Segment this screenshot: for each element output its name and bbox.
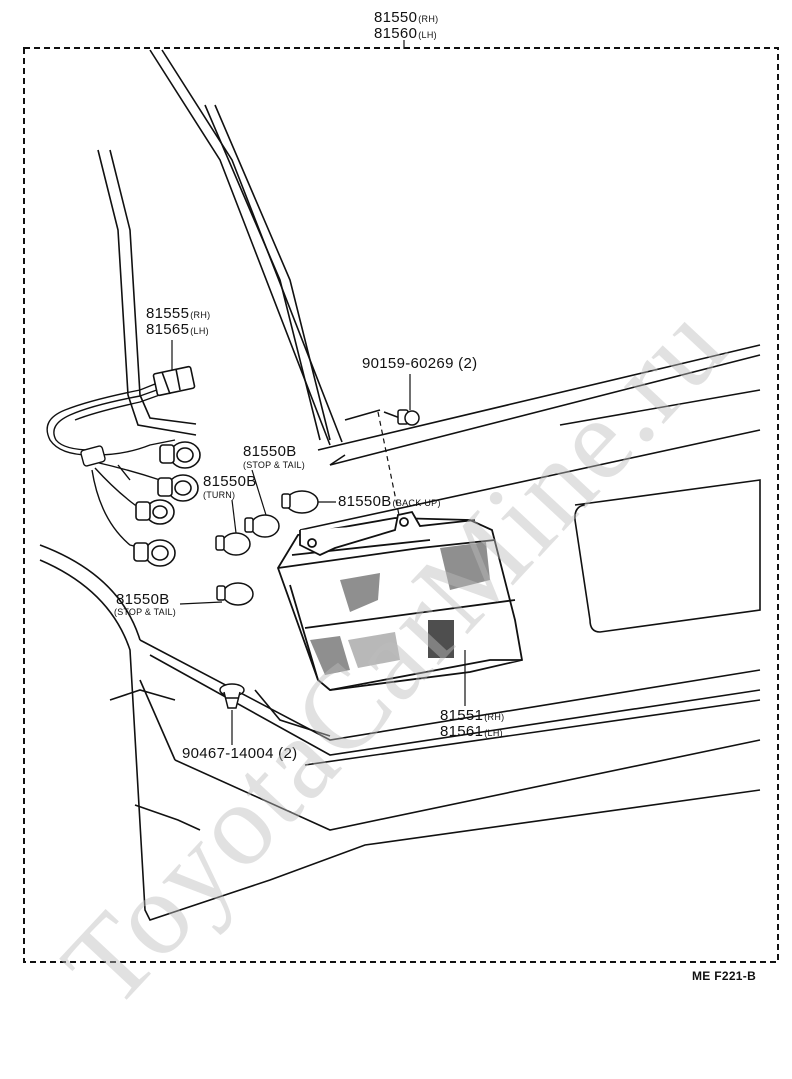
lens-rh-suffix: (RH): [484, 712, 505, 722]
assembly-rh-number: 81550: [374, 9, 418, 26]
bulb-leaders: [179, 469, 336, 605]
lens-lh-suffix: (LH): [484, 728, 503, 738]
bulb-backup-number: 81550B: [338, 493, 392, 510]
bulb-stop-tail-upper-label: 81550B: [243, 443, 297, 460]
assembly-label-rh: 81550(RH): [374, 10, 438, 25]
body-outline: [39, 49, 761, 921]
socket-lh-suffix: (LH): [190, 326, 209, 336]
figure-reference: ME F221-B: [692, 969, 757, 983]
bulb-stop-tail-lower-label: 81550B: [116, 591, 170, 608]
assembly-lh-number: 81560: [374, 25, 418, 42]
bulb-turn: [215, 532, 251, 556]
bulb-sockets: [133, 441, 201, 567]
lens-label-rh: 81551(RH): [440, 708, 504, 723]
socket-rh-suffix: (RH): [190, 310, 211, 320]
clip: [219, 683, 245, 709]
socket-3: [135, 499, 175, 525]
bulb-stop-tail-upper-note: (STOP & TAIL): [243, 460, 305, 470]
lens-label-lh: 81561(LH): [440, 724, 503, 739]
assembly-label-lh: 81560(LH): [374, 26, 437, 41]
socket-4: [133, 539, 176, 567]
lens-rh-number: 81551: [440, 707, 484, 724]
screw: [383, 409, 420, 426]
screw-label: 90159-60269 (2): [362, 355, 478, 372]
socket-2: [157, 474, 199, 502]
screw-dashed-leader: [377, 411, 401, 521]
socket-label-rh: 81555(RH): [146, 306, 210, 321]
assembly-lh-suffix: (LH): [418, 30, 437, 40]
socket-1: [159, 441, 201, 469]
bulb-turn-note: (TURN): [203, 490, 236, 500]
bulb-backup-note: (BACK UP): [392, 498, 441, 508]
bulb-turn-label: 81550B: [203, 473, 257, 490]
bulb-backup-label: 81550B(BACK UP): [338, 494, 441, 509]
harness-plug: [80, 445, 106, 467]
bulbs: [215, 490, 319, 606]
lens-lh-number: 81561: [440, 723, 484, 740]
assembly-rh-suffix: (RH): [418, 14, 439, 24]
socket-lh-number: 81565: [146, 321, 190, 338]
socket-rh-number: 81555: [146, 305, 190, 322]
socket-label-lh: 81565(LH): [146, 322, 209, 337]
bulb-stop-tail-lower: [216, 582, 254, 606]
lens-texture: [310, 542, 490, 675]
diagram-frame: [23, 47, 779, 963]
bulb-backup: [281, 490, 319, 514]
bulb-stop-tail-upper: [244, 514, 280, 538]
clip-label: 90467-14004 (2): [182, 745, 298, 762]
wiring-connector: [152, 365, 196, 397]
bulb-stop-tail-lower-note: (STOP & TAIL): [114, 607, 176, 617]
